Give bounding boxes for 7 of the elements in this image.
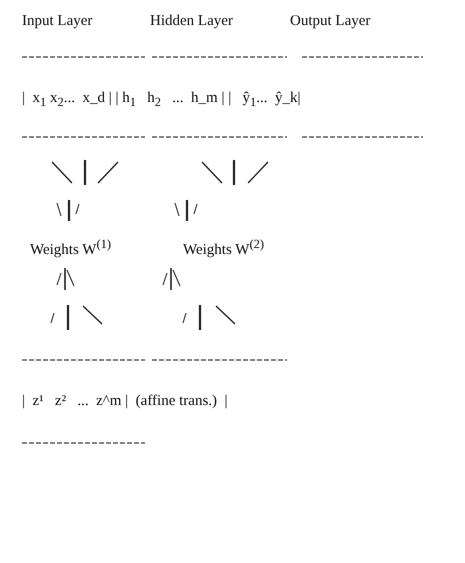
layer-row-text: | z¹ z² ... z^m | (affine trans.) | [22,392,228,410]
weights-label: Weights W$^{(1)}$ [30,236,112,259]
layer-heading: Hidden Layer [150,12,233,30]
layer-heading: Input Layer [22,12,92,30]
weights-label: Weights W$^{(2)}$ [183,236,264,259]
layer-row-text: | x$_{1}$ x$_{2}$... x_d | | h$_{1}$ h$_{2}$ ... h_m | | ŷ$_{1}$... ŷ_k| [22,89,300,111]
layer-heading: Output Layer [290,12,370,30]
